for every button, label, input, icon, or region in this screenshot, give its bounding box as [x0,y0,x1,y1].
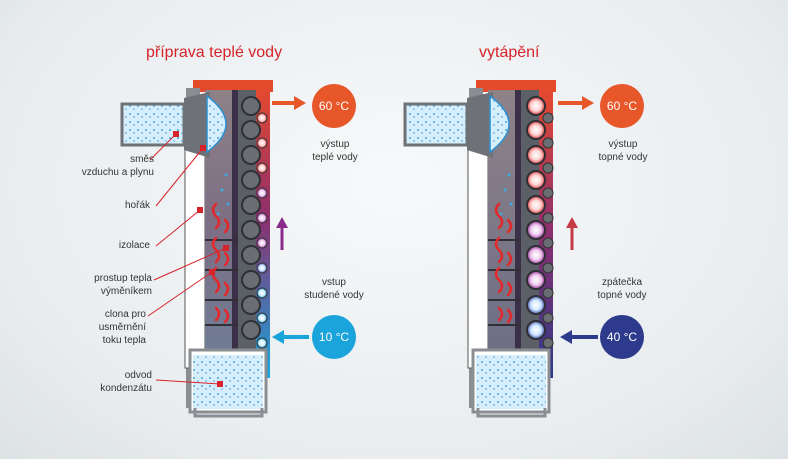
callout-insulation-line1: izolace [118,240,150,251]
left-exchanger-tubes [241,96,268,349]
callout-heat-transfer: prostup tepla výměníkem [64,272,152,298]
right-title: vytápění [479,44,540,61]
callout-condensate-line2: kondenzátu [100,383,152,394]
left-inlet-temp-badge: 10 °C [312,315,356,359]
callout-air-gas-mixture: směs vzduchu a plynu [64,153,154,179]
right-boiler [403,80,598,418]
left-outlet-label-line1: výstup [320,139,350,150]
callout-baffle-line1: clona pro [104,309,146,320]
left-outlet-label: výstup teplé vody [300,138,370,164]
callout-baffle-line2: usměrnění [98,322,146,333]
right-outlet-label: výstup topné vody [588,138,658,164]
left-boiler [120,80,309,418]
right-return-temp-badge: 40 °C [600,315,644,359]
left-inlet-label: vstup studené vody [296,276,372,302]
callout-baffle-line3: toku tepla [102,335,146,346]
left-title: příprava teplé vody [146,44,283,61]
right-outlet-temp-badge: 60 °C [600,84,644,128]
right-return-label-line1: zpátečka [601,277,643,288]
callout-heat-transfer-line2: výměníkem [100,286,152,297]
callout-burner-line1: hořák [124,200,150,211]
callout-insulation: izolace [90,239,150,252]
right-outlet-label-line2: topné vody [598,152,648,163]
left-inlet-label-line2: studené vody [304,290,364,301]
left-outlet-label-line2: teplé vody [312,152,358,163]
callout-condensate-line1: odvod [124,370,152,381]
left-inlet-label-line1: vstup [322,277,346,288]
callout-baffle: clona pro usměrnění toku tepla [70,308,146,347]
callout-air-gas-mixture-line1: směs [130,154,154,165]
right-exchanger-tubes [526,96,554,349]
callout-burner: hořák [90,199,150,212]
callout-air-gas-mixture-line2: vzduchu a plynu [81,167,154,178]
left-outlet-temp-badge: 60 °C [312,84,356,128]
callout-heat-transfer-line1: prostup tepla [94,273,152,284]
right-return-label-line2: topné vody [597,290,647,301]
callout-condensate: odvod kondenzátu [76,369,152,395]
right-return-label: zpátečka topné vody [584,276,660,302]
right-outlet-label-line1: výstup [608,139,638,150]
